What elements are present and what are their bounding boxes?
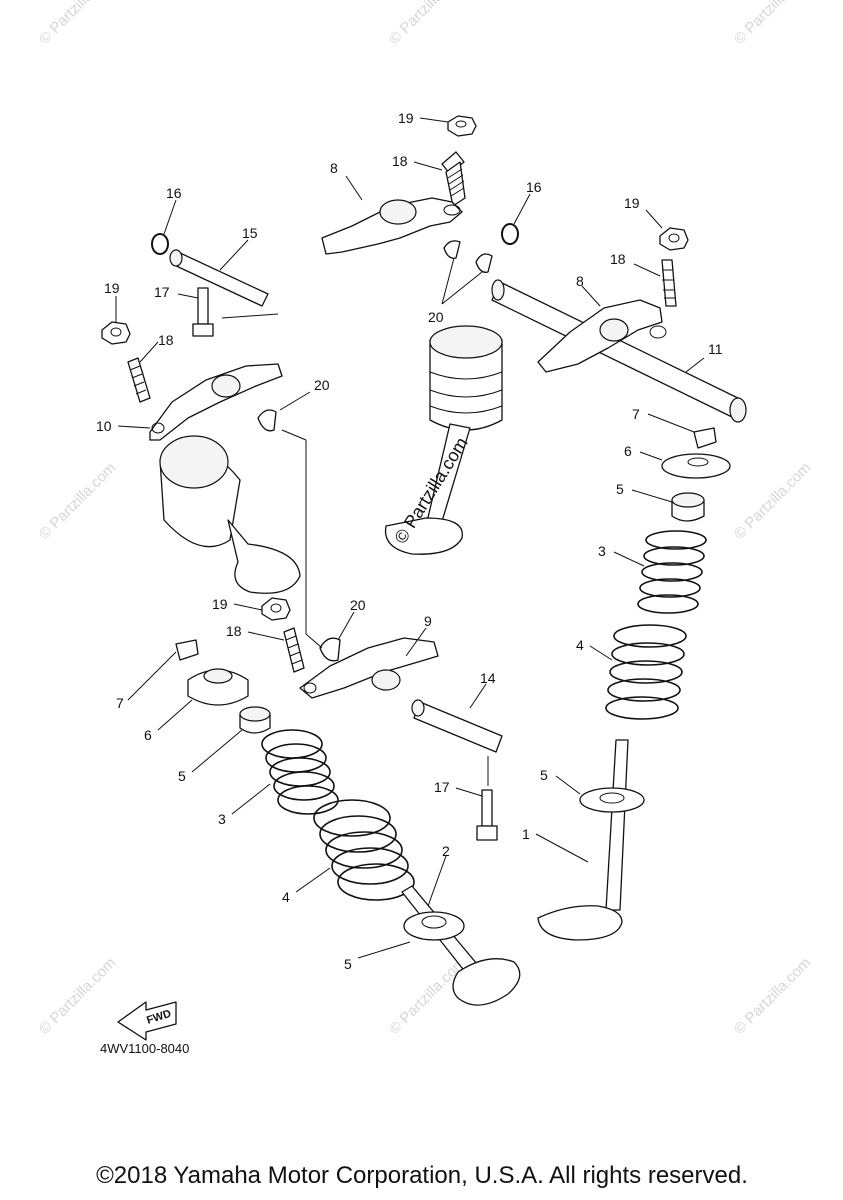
spring-retainer-drawing (661, 453, 731, 479)
callout-2: 2 (442, 843, 450, 859)
callout-11: 9 (424, 613, 432, 629)
inner-spring-drawing (637, 530, 707, 614)
callout-3: 3 (218, 811, 226, 827)
spring-seat-drawing (239, 706, 271, 734)
rocker-arm-drawing (537, 299, 667, 373)
callout-17: 17 (434, 779, 450, 795)
o-ring-drawing (501, 223, 519, 245)
nut-drawing (659, 227, 689, 251)
callout-7: 6 (144, 727, 152, 743)
callout-5: 5 (540, 767, 548, 783)
callout-19: 19 (398, 110, 414, 126)
nut-drawing (261, 597, 291, 621)
watermark: © Partzilla.com (731, 954, 814, 1037)
adjusting-screw-drawing (661, 259, 677, 307)
callout-9: 8 (576, 273, 584, 289)
callout-16: 16 (166, 185, 182, 201)
rocker-arm-drawing (149, 363, 283, 441)
valve-drawing (401, 885, 521, 1006)
nut-drawing (447, 115, 477, 137)
watermark: © Partzilla.com (386, 0, 469, 48)
rocker-shaft-drawing (411, 699, 503, 753)
callout-20: 20 (350, 597, 366, 613)
callout-6: 5 (616, 481, 624, 497)
callout-4: 4 (282, 889, 290, 905)
collet-drawing (319, 637, 341, 662)
collet-drawing (443, 240, 493, 273)
cotter-drawing (693, 427, 717, 449)
bolt-drawing (192, 287, 214, 337)
bolt-drawing (476, 789, 498, 841)
callout-18: 18 (158, 332, 174, 348)
adjusting-screw-drawing (441, 151, 466, 207)
callout-1: 1 (522, 826, 530, 842)
callout-19: 19 (212, 596, 228, 612)
spring-retainer-drawing (187, 668, 249, 706)
adjusting-screw-drawing (127, 357, 151, 403)
callout-17: 17 (154, 284, 170, 300)
watermark: © Partzilla.com (731, 459, 814, 542)
valve-drawing (537, 739, 645, 941)
callout-10: 8 (330, 160, 338, 176)
callout-19: 19 (104, 280, 120, 296)
outer-spring-drawing (605, 624, 687, 720)
watermark: © Partzilla.com (36, 459, 119, 542)
forward-direction-arrow: FWD (117, 1001, 177, 1041)
callout-16: 16 (526, 179, 542, 195)
rocker-arm-drawing (321, 197, 463, 255)
callout-3: 3 (598, 543, 606, 559)
callout-18: 18 (392, 153, 408, 169)
callout-12: 10 (96, 418, 112, 434)
rocker-shaft-drawing (169, 249, 269, 307)
rocker-shaft-drawing (491, 279, 747, 423)
callout-19: 19 (624, 195, 640, 211)
valve-drawing (384, 325, 503, 555)
watermark: © Partzilla.com (36, 954, 119, 1037)
spring-seat-drawing (671, 492, 705, 522)
callout-18: 18 (226, 623, 242, 639)
watermark: © Partzilla.com (36, 0, 119, 48)
watermark: © Partzilla.com (731, 0, 814, 48)
callout-4: 4 (576, 637, 584, 653)
diagram-code: 4WV1100-8040 (100, 1041, 189, 1056)
leader-lines (115, 117, 705, 959)
inner-spring-drawing (261, 729, 339, 815)
callout-20: 20 (314, 377, 330, 393)
callout-8: 7 (632, 406, 640, 422)
callout-18: 18 (610, 251, 626, 267)
valve-drawing (159, 435, 301, 594)
callout-6: 5 (178, 768, 186, 784)
cotter-drawing (175, 639, 199, 661)
copyright-notice: ©2018 Yamaha Motor Corporation, U.S.A. A… (96, 1162, 748, 1189)
callout-14: 14 (480, 670, 496, 686)
callout-15: 15 (242, 225, 258, 241)
callout-13: 11 (708, 341, 723, 357)
callout-5: 5 (344, 956, 352, 972)
rocker-arm-drawing (299, 637, 439, 699)
callout-8: 7 (116, 695, 124, 711)
adjusting-screw-drawing (283, 627, 305, 673)
o-ring-drawing (151, 233, 169, 255)
callout-20: 20 (428, 309, 444, 325)
outer-spring-drawing (313, 799, 415, 901)
nut-drawing (101, 321, 131, 345)
part-labels: 19 18 8 16 15 16 19 18 8 20 11 19 17 18 … (96, 110, 723, 972)
callout-7: 6 (624, 443, 632, 459)
collet-drawing (257, 409, 277, 432)
